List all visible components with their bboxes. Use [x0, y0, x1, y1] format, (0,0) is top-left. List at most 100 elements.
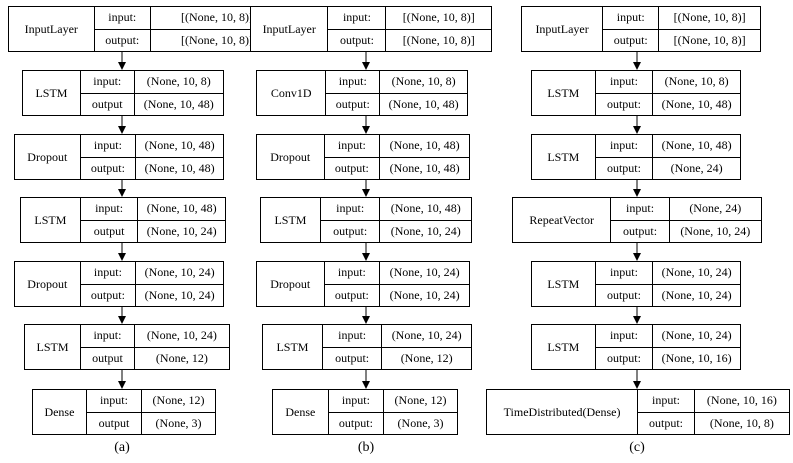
- arrow-head: [633, 62, 641, 70]
- arrow-head: [118, 189, 126, 197]
- output-label: output:: [595, 156, 653, 180]
- layer-name: Dropout: [27, 276, 68, 291]
- output-label: output:: [326, 92, 380, 116]
- output-label: output:: [595, 346, 653, 370]
- subfigure-caption: (b): [357, 440, 375, 455]
- output-label: output:: [611, 219, 669, 243]
- output-label: output: [81, 346, 134, 370]
- layer-name: LSTM: [547, 85, 580, 100]
- subfigure-caption: (c): [629, 440, 645, 455]
- input-label: input:: [99, 393, 128, 408]
- input-label: input:: [609, 138, 638, 153]
- layer-name: Dropout: [270, 276, 311, 291]
- input-label: input:: [626, 201, 655, 216]
- output-label: output:: [595, 283, 653, 307]
- arrow-head: [118, 316, 126, 324]
- output-shape: (None, 12): [134, 346, 229, 370]
- output-label: output:: [595, 92, 653, 116]
- subfigure-caption: (a): [114, 440, 130, 455]
- layer-name: LSTM: [34, 212, 67, 227]
- output-shape: [(None, 10, 8)]: [659, 28, 760, 52]
- input-shape: [(None, 10, 8)]: [181, 10, 253, 25]
- arrow-head: [362, 126, 370, 134]
- output-label: output: [86, 411, 142, 435]
- output-shape: (None, 10, 24): [138, 219, 225, 243]
- output-shape: [(None, 10, 8)]: [386, 28, 492, 52]
- layer-name: InputLayer: [24, 21, 78, 36]
- output-shape: (None, 10, 48): [136, 156, 224, 180]
- input-label: input:: [336, 201, 365, 216]
- arrow-head: [362, 253, 370, 261]
- arrow-head: [633, 189, 641, 197]
- output-shape: (None, 10, 24): [653, 283, 741, 307]
- output-label: output:: [638, 411, 694, 435]
- input-shape: (None, 10, 48): [389, 138, 460, 153]
- output-label: output:: [324, 156, 380, 180]
- output-label: output:: [328, 28, 386, 52]
- input-label: input:: [93, 74, 122, 89]
- arrow-head: [633, 253, 641, 261]
- output-shape: (None, 10, 16): [653, 346, 741, 370]
- input-shape: (None, 10, 24): [661, 265, 732, 280]
- output-shape: (None, 24): [653, 156, 741, 180]
- input-label: input:: [93, 138, 122, 153]
- arrow-head: [118, 381, 126, 389]
- input-shape: (None, 10, 24): [144, 265, 215, 280]
- input-shape: (None, 10, 24): [391, 328, 462, 343]
- layer-name: LSTM: [547, 276, 580, 291]
- input-shape: (None, 10, 8): [146, 74, 211, 89]
- layer-name: TimeDistributed(Dense): [503, 404, 621, 419]
- input-label: input:: [342, 10, 371, 25]
- output-shape: (None, 10, 8): [694, 411, 789, 435]
- input-shape: (None, 10, 24): [661, 328, 732, 343]
- output-shape: (None, 12): [382, 346, 471, 370]
- input-label: input:: [337, 265, 366, 280]
- output-label: output:: [94, 28, 150, 52]
- input-label: input:: [609, 328, 638, 343]
- layer-name: Conv1D: [270, 85, 312, 100]
- output-shape: (None, 10, 48): [134, 92, 223, 116]
- layer-name: LSTM: [36, 339, 69, 354]
- layer-name: Dense: [285, 404, 316, 419]
- output-label: output:: [80, 283, 136, 307]
- output-label: output:: [80, 156, 136, 180]
- input-label: input:: [338, 328, 367, 343]
- input-shape: (None, 12): [394, 393, 447, 408]
- input-shape: (None, 10, 8): [664, 74, 729, 89]
- arrow-head: [118, 253, 126, 261]
- input-shape: (None, 10, 48): [390, 201, 461, 216]
- layer-name: Dropout: [270, 149, 311, 164]
- layer-name: InputLayer: [262, 21, 316, 36]
- output-shape: [(None, 10, 8)]: [151, 28, 283, 52]
- arrow-head: [362, 316, 370, 324]
- input-shape: (None, 24): [689, 201, 742, 216]
- input-shape: (None, 12): [152, 393, 205, 408]
- output-label: output: [80, 219, 138, 243]
- input-label: input:: [337, 138, 366, 153]
- input-label: input:: [609, 265, 638, 280]
- input-label: input:: [652, 393, 681, 408]
- output-label: output:: [328, 411, 384, 435]
- output-label: output:: [603, 28, 659, 52]
- output-shape: (None, 3): [384, 411, 458, 435]
- layer-name: LSTM: [274, 212, 307, 227]
- output-shape: (None, 10, 48): [380, 156, 469, 180]
- input-label: input:: [616, 10, 645, 25]
- input-shape: [(None, 10, 8)]: [402, 10, 475, 25]
- layer-node-timedistributed-dense: TimeDistributed(Dense) input: output:(None…: [486, 389, 790, 435]
